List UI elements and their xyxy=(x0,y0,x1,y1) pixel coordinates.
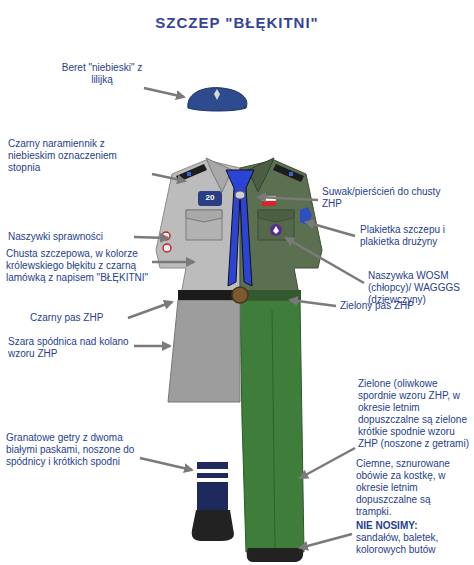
callout-label: Granatowe getry z dwoma białymi paskami,… xyxy=(6,432,138,468)
epaulette xyxy=(273,164,304,182)
callout-label: Chusta szczepowa, w kolorze królewskiego… xyxy=(6,248,152,284)
scarf xyxy=(226,170,254,286)
grey-skirt xyxy=(168,300,240,402)
callout-label: Naszywki sprawności xyxy=(8,231,133,243)
shoe xyxy=(192,510,234,541)
green-shirt xyxy=(240,160,322,300)
callout-label: Beret "niebieski" z lilijką xyxy=(52,62,152,86)
merit-badge xyxy=(163,244,171,252)
callout-label: Plakietka szczepu i plakietka drużyny xyxy=(360,224,468,248)
callout-label: Zielony pas ZHP xyxy=(340,300,450,312)
callout-label: Czarny pas ZHP xyxy=(30,312,130,324)
shoe xyxy=(247,548,303,562)
callout-label: Suwak/pierścień do chusty ZHP xyxy=(322,186,462,210)
callout-label: sandałów, baletek, kolorowych butów xyxy=(356,532,468,556)
callout-label: Szara spódnica nad kolano wzoru ZHP xyxy=(8,336,132,360)
black-belt xyxy=(178,290,240,300)
navy-gaiter xyxy=(197,462,228,512)
callout-label: Zielone (oliwkowe spordnie wzoru ZHP, w … xyxy=(358,378,470,450)
green-belt xyxy=(240,290,301,300)
badge-number: 20 xyxy=(198,193,222,203)
callout-label: Ciemne, sznurowane obówie za kostkę, w o… xyxy=(356,458,468,518)
beret xyxy=(188,88,247,111)
title: SZCZEP "BŁĘKITNI" xyxy=(0,14,474,31)
callout-label: NIE NOSIMY: xyxy=(356,520,468,532)
buckle xyxy=(232,287,248,303)
scarf-ring xyxy=(235,191,245,199)
wosm-badge xyxy=(270,224,282,236)
callout-label: Czarny naramiennik z niebieskim oznaczen… xyxy=(8,138,150,174)
troop-badge xyxy=(198,191,222,206)
leader-arrows xyxy=(128,88,364,548)
green-trousers xyxy=(240,300,304,552)
